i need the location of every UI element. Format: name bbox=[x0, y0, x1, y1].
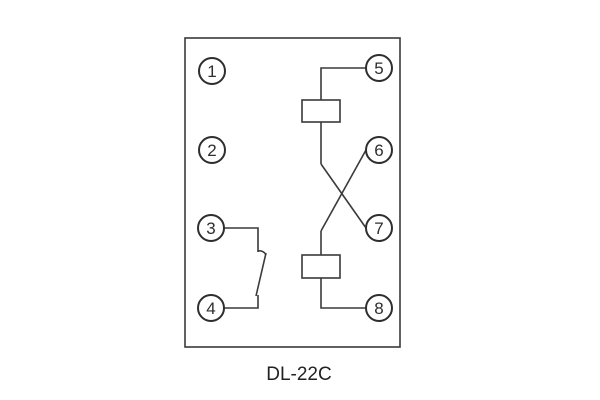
wire-cross-from-terminal6 bbox=[320, 149, 367, 232]
terminal-8-circle bbox=[365, 294, 393, 322]
terminal-1-circle bbox=[198, 57, 226, 85]
terminal-5: 5 bbox=[365, 54, 393, 82]
terminal-6: 6 bbox=[365, 136, 393, 164]
diagram-caption: DL-22C bbox=[266, 364, 331, 385]
terminal-7: 7 bbox=[365, 214, 393, 242]
terminal-6-circle bbox=[365, 136, 393, 164]
diagram-border bbox=[184, 37, 401, 348]
terminal-4-label: 4 bbox=[206, 299, 215, 318]
coil-symbol-lower bbox=[301, 254, 341, 279]
wire-terminal4-to-contact bbox=[224, 295, 259, 309]
terminal-2-label: 2 bbox=[207, 141, 216, 160]
terminal-3: 3 bbox=[197, 214, 225, 242]
terminal-1: 1 bbox=[198, 57, 226, 85]
terminal-1-label: 1 bbox=[207, 62, 216, 81]
terminal-5-circle bbox=[365, 54, 393, 82]
terminal-7-label: 7 bbox=[374, 219, 383, 238]
terminal-5-label: 5 bbox=[374, 59, 383, 78]
terminal-3-label: 3 bbox=[206, 219, 215, 238]
terminal-3-circle bbox=[197, 214, 225, 242]
contact-hook bbox=[257, 250, 267, 256]
wire-lower-coil-to-terminal8 bbox=[320, 278, 366, 309]
terminal-4: 4 bbox=[197, 294, 225, 322]
terminal-8-label: 8 bbox=[374, 299, 383, 318]
coil-symbol-upper bbox=[301, 99, 341, 123]
wire-cross-to-terminal7 bbox=[320, 163, 367, 229]
terminal-8: 8 bbox=[365, 294, 393, 322]
terminal-6-label: 6 bbox=[374, 141, 383, 160]
terminal-4-circle bbox=[197, 294, 225, 322]
wire-terminal3-to-contact bbox=[224, 227, 259, 252]
terminal-2-circle bbox=[198, 136, 226, 164]
contact-blade bbox=[255, 252, 267, 297]
terminal-7-circle bbox=[365, 214, 393, 242]
wire-terminal5-to-upper-coil bbox=[320, 67, 366, 100]
terminal-2: 2 bbox=[198, 136, 226, 164]
